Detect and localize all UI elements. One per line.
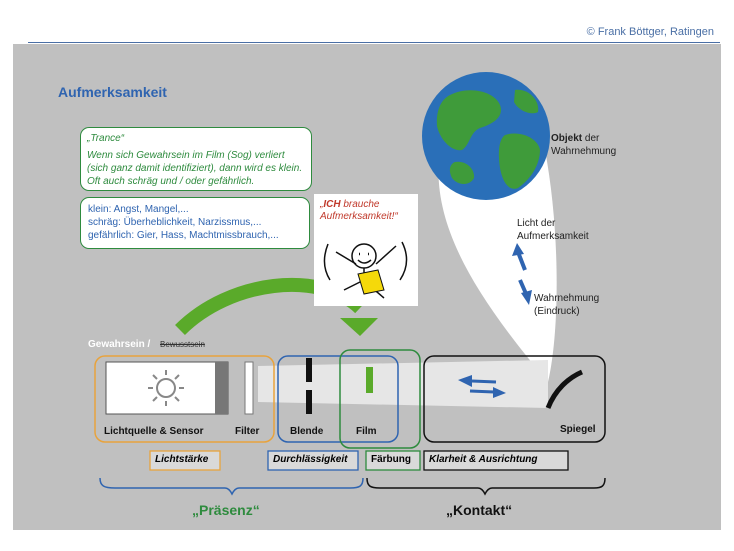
blende-label: Blende xyxy=(290,426,324,437)
lichtquelle-label: Lichtquelle & Sensor xyxy=(104,426,204,437)
ich-quote-line2: Aufmerksamkeit!“ xyxy=(320,211,398,222)
kontakt-label: „Kontakt“ xyxy=(446,502,513,518)
filter-label: Filter xyxy=(235,426,260,437)
light-cone xyxy=(438,150,557,382)
kontakt-brace xyxy=(366,477,606,496)
filter-plate xyxy=(244,361,254,415)
spiegel-box xyxy=(423,355,606,443)
arrow-right-icon xyxy=(469,387,506,398)
sun-icon xyxy=(148,370,184,406)
klarheit-label: Klarheit & Ausrichtung xyxy=(429,454,538,465)
lightsource-panel xyxy=(105,361,229,415)
praesenz-brace xyxy=(99,477,364,496)
faerbung-label: Färbung xyxy=(371,454,411,465)
objekt-label-bold: Objekt xyxy=(551,133,583,144)
globe-icon xyxy=(422,72,550,200)
durchlaessigkeit-label: Durchlässigkeit xyxy=(273,454,348,465)
examples-bubble: klein: Angst, Mangel,... schräg: Überheb… xyxy=(80,197,310,249)
stick-figure-icon xyxy=(323,241,408,299)
lichtquelle-box xyxy=(94,355,275,443)
film-box xyxy=(339,349,421,449)
gewahrsein-label: Gewahrsein / xyxy=(88,339,151,350)
licht-label: Licht der Aufmerksamkeit xyxy=(517,217,589,243)
bewusstsein-label: Bewusstsein xyxy=(160,340,205,349)
light-arrow-down-icon xyxy=(518,279,532,305)
objekt-label: Objekt der Wahrnehmung xyxy=(551,132,616,158)
ich-quote-suffix: brauche xyxy=(340,199,380,210)
trance-bubble: „Trance“ Wenn sich Gewahrsein im Film (S… xyxy=(80,127,312,191)
mirror-icon xyxy=(545,369,584,409)
page-title: Aufmerksamkeit xyxy=(58,84,167,100)
arrow-left-icon xyxy=(458,375,497,387)
wahrnehmung-label-line2: (Eindruck) xyxy=(534,306,580,317)
trance-text: Wenn sich Gewahrsein im Film (Sog) verli… xyxy=(87,150,303,187)
objekt-label-line2: Wahrnehmung xyxy=(551,146,617,157)
praesenz-label: „Präsenz“ xyxy=(192,502,260,518)
lichtstaerke-label: Lichtstärke xyxy=(155,454,209,465)
example-line: klein: Angst, Mangel,... xyxy=(88,204,189,215)
objekt-label-rest: der xyxy=(582,133,600,144)
lichtstaerke-frame xyxy=(149,450,221,471)
aperture-top xyxy=(306,358,312,382)
ich-card xyxy=(314,194,418,306)
green-arrow-head xyxy=(340,318,378,336)
spiegel-label: Spiegel xyxy=(560,424,596,435)
wahrnehmung-label-line1: Wahrnehmung xyxy=(534,293,600,304)
ich-quote: „ICH brauche Aufmerksamkeit!“ xyxy=(320,199,398,223)
trance-title: „Trance“ xyxy=(87,133,125,144)
film-strip xyxy=(366,367,373,393)
blende-box xyxy=(277,355,399,443)
light-arrow-up-icon xyxy=(512,243,527,271)
light-beam xyxy=(258,360,548,408)
example-line: gefährlich: Gier, Hass, Machtmissbrauch,… xyxy=(88,230,279,241)
licht-label-line2: Aufmerksamkeit xyxy=(517,231,589,242)
sensor-bar xyxy=(215,362,228,414)
faerbung-frame xyxy=(365,450,421,471)
example-line: schräg: Überheblichkeit, Narzissmus,... xyxy=(88,217,262,228)
copyright-text: © Frank Böttger, Ratingen xyxy=(586,26,714,38)
header-divider xyxy=(28,42,720,43)
ich-quote-prefix: „ xyxy=(320,199,324,210)
ich-quote-bold: ICH xyxy=(323,199,341,210)
aperture-bottom xyxy=(306,390,312,414)
wahrnehmung-label: Wahrnehmung (Eindruck) xyxy=(534,292,599,318)
klarheit-frame xyxy=(423,450,569,471)
film-label: Film xyxy=(356,426,377,437)
licht-label-line1: Licht der xyxy=(517,218,556,229)
durchlaessigkeit-frame xyxy=(267,450,359,471)
